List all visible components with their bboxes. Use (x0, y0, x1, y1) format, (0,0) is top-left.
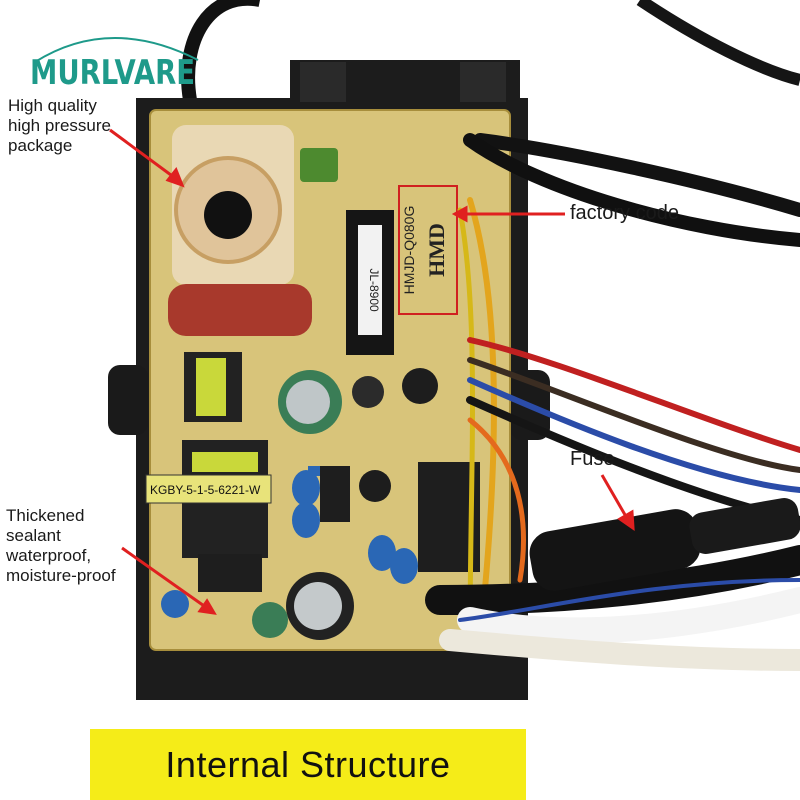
callout-high-quality: High quality high pressure package (8, 96, 112, 155)
callout-factory-code: factory code (570, 202, 679, 224)
factory-code-box: HMJD-Q080G HMD (398, 185, 458, 315)
small-ic (320, 466, 350, 522)
red-capacitor (168, 284, 312, 336)
high-voltage-package (172, 125, 338, 285)
fuse-holder (529, 497, 800, 591)
right-top-cable (636, 0, 800, 86)
callout-sealant: Thickened sealant waterproof, moisture-p… (6, 506, 116, 585)
ic-chip: JL-8900 (346, 210, 394, 355)
title-banner: Internal Structure (90, 729, 526, 800)
transformers: KGBY-5-1-5-6221-W (145, 352, 272, 558)
top-cable (181, 0, 260, 102)
logo-text: MURLVARE (30, 53, 195, 93)
transformer-label: KGBY-5-1-5-6221-W (150, 483, 261, 497)
small-ic-2 (198, 554, 262, 592)
chip-logo: HMD (424, 223, 449, 277)
ic-marking: JL-8900 (367, 268, 381, 312)
callout-arrows (109, 128, 635, 615)
chip-marking: HMJD-Q080G (401, 206, 417, 295)
brand-logo: MURLVARE (30, 37, 199, 93)
capacitors (252, 368, 438, 640)
callout-fuse: Fuse (570, 448, 615, 470)
banner-title: Internal Structure (165, 743, 451, 785)
ceramic-capacitors (161, 466, 418, 618)
wiring-bundle (425, 133, 800, 671)
